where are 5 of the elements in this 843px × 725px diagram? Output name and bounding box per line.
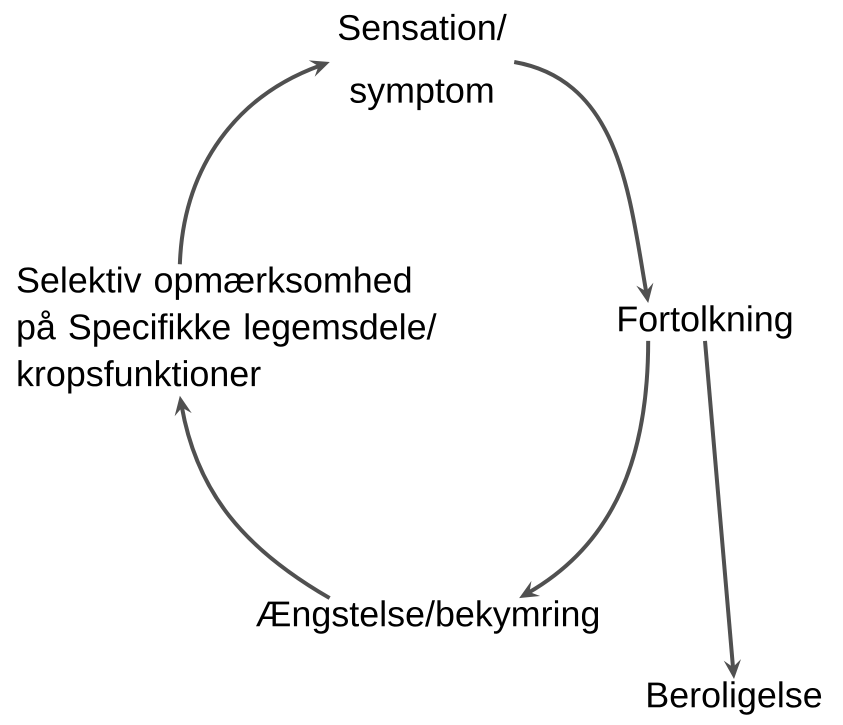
- node-label: Selektiv opmærksomhed på Specifikke legemsdele/ kropsfunktioner: [18, 266, 437, 394]
- node-label: Ængstelse/bekymring: [256, 600, 598, 634]
- node-label: Beroligelse: [648, 681, 822, 715]
- node-label: Fortolkning: [619, 305, 792, 339]
- node-label: Sensation/ symptom: [338, 14, 507, 110]
